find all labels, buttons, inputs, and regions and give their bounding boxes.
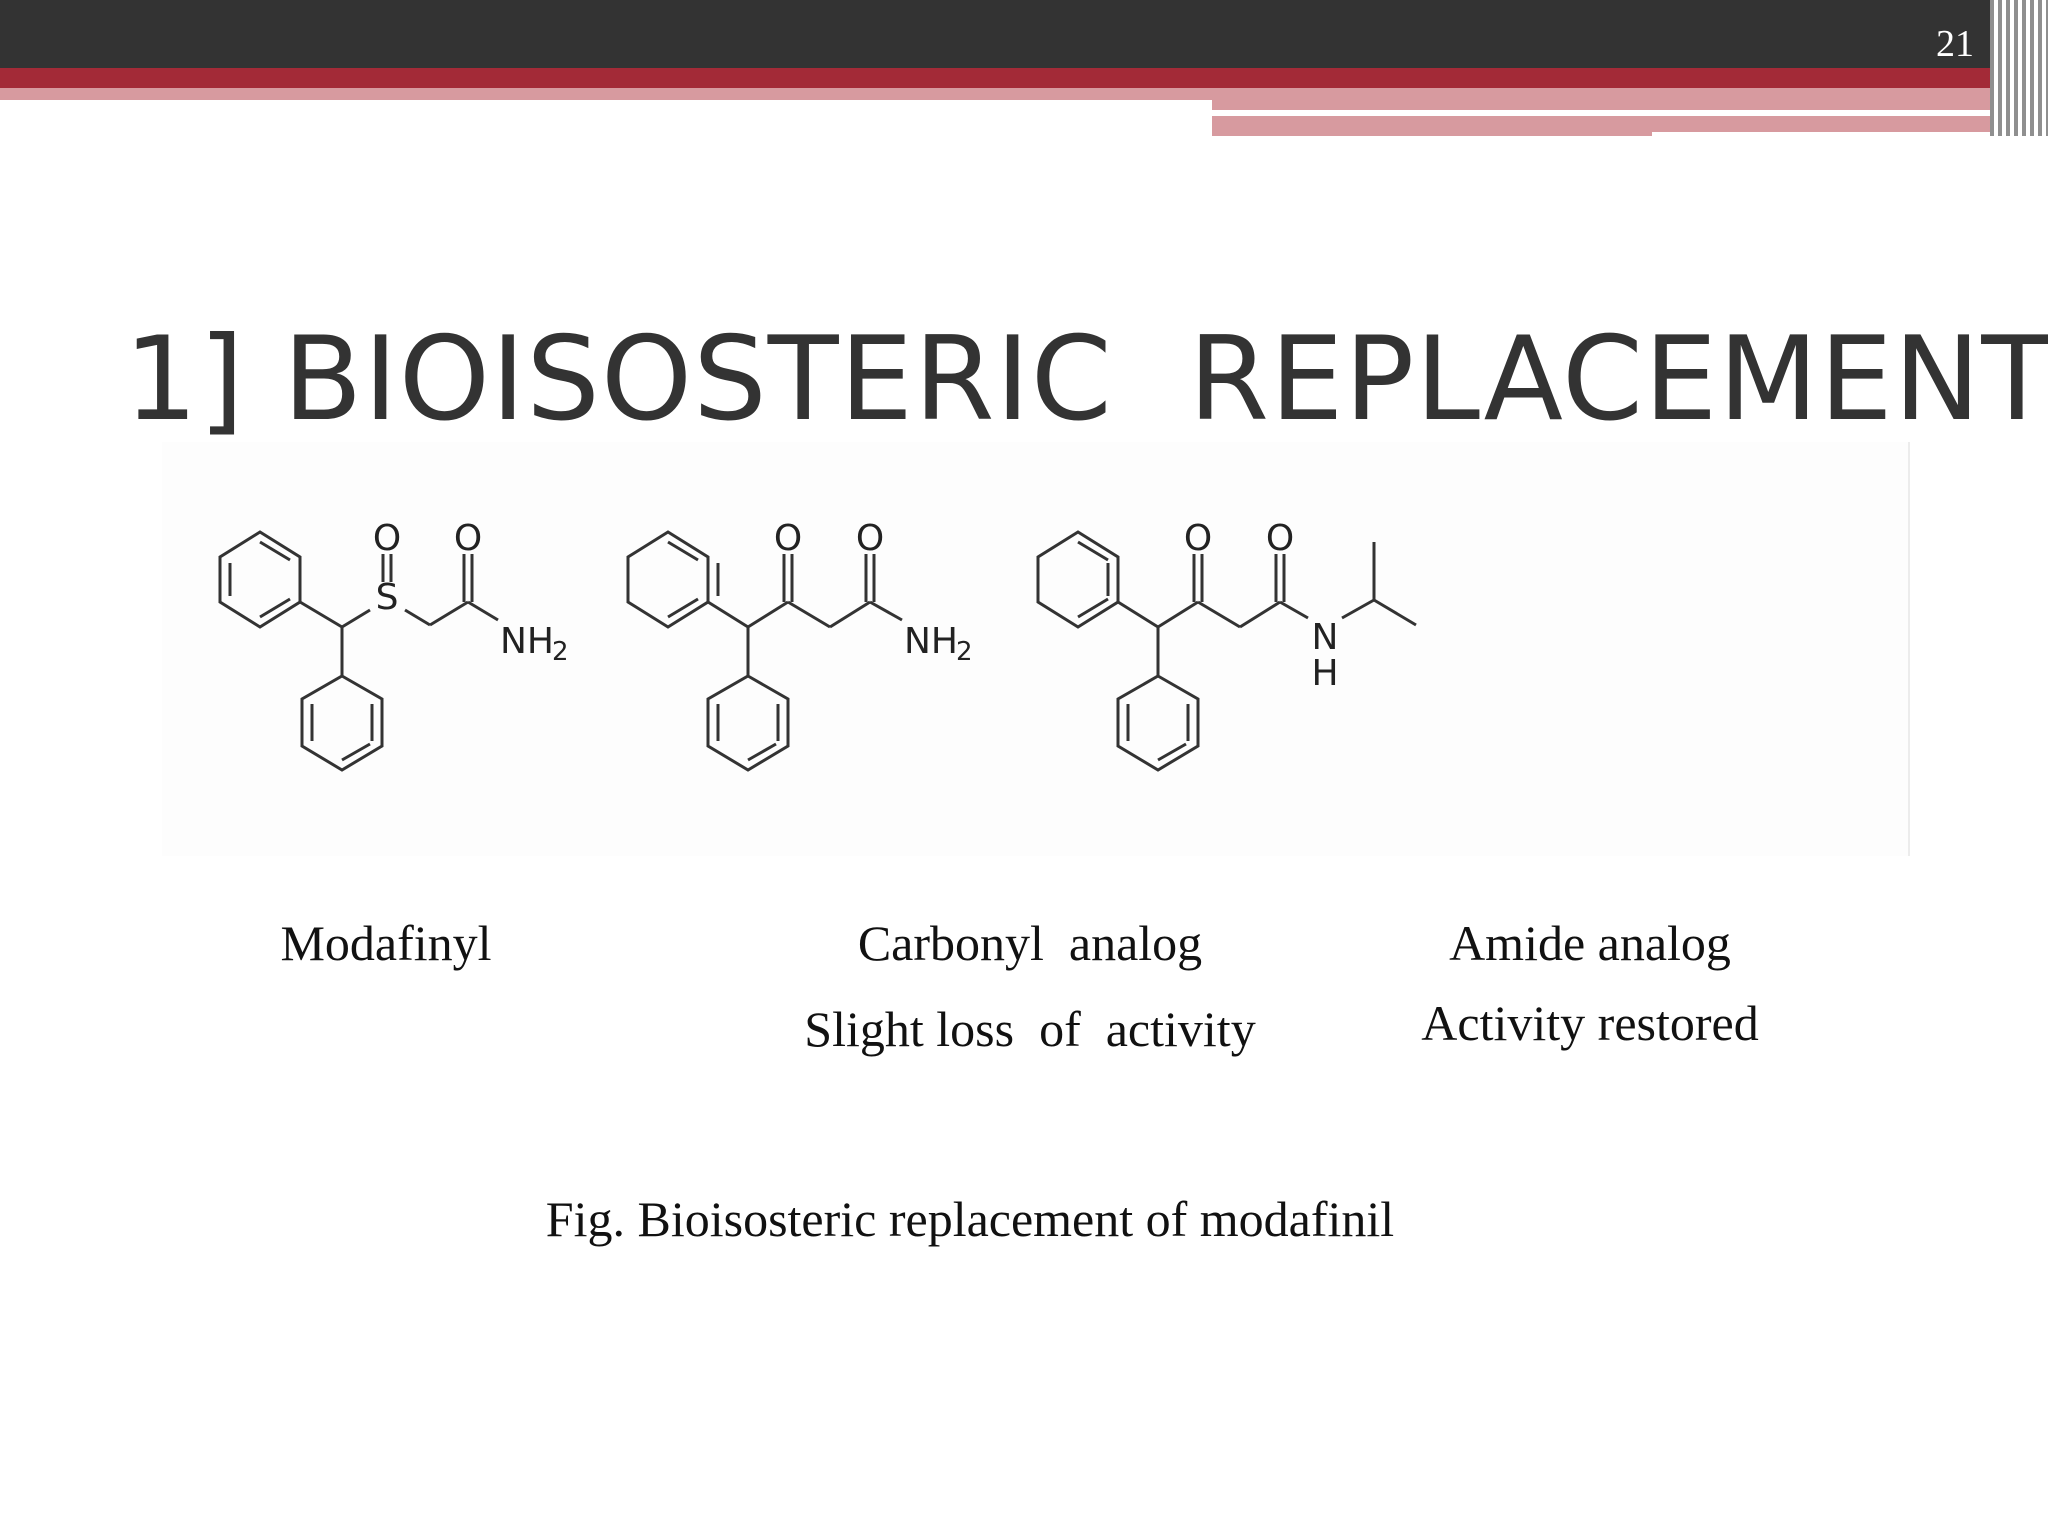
atom-nh: NH — [904, 621, 958, 662]
header-bar — [0, 0, 2048, 68]
atom-h: H — [1311, 653, 1338, 694]
accent-line — [1212, 110, 1896, 116]
atom-o: O — [1266, 518, 1294, 559]
figure-caption: Fig. Bioisosteric replacement of modafin… — [545, 1191, 1395, 1247]
atom-n: N — [1312, 617, 1339, 658]
atom-o: O — [774, 518, 802, 559]
amide-analog-structure: O O N H — [1036, 518, 1417, 772]
atom-o: O — [454, 518, 482, 559]
modafinil-structure: S O O NH 2 — [218, 518, 569, 772]
slide-number: 21 — [1936, 23, 1974, 65]
accent-line-lower — [1652, 132, 2012, 138]
structures-image: S O O NH 2 O O — [162, 442, 1910, 856]
compound-note-amide-analog: Activity restored — [1421, 995, 1759, 1051]
atom-o: O — [856, 518, 884, 559]
atom-o: O — [373, 518, 401, 559]
accent-bar-red — [0, 68, 2048, 88]
atom-o: O — [1184, 518, 1212, 559]
accent-bar-pink-right — [1212, 88, 2012, 110]
atom-subscript: 2 — [552, 637, 569, 667]
accent-bar-pink-right-lower — [1212, 116, 2012, 136]
image-edge — [1908, 442, 1910, 856]
atom-nh: NH — [500, 621, 554, 662]
slide-title: 1] BIOISOSTERIC REPLACEMENT — [124, 312, 2048, 447]
carbonyl-analog-structure: O O NH 2 — [626, 518, 973, 772]
header-stripes — [1990, 0, 2048, 136]
compound-name-amide-analog: Amide analog — [1449, 915, 1731, 971]
compound-name-carbonyl-analog: Carbonyl analog — [857, 915, 1203, 971]
accent-bar-pink-left — [0, 88, 1212, 100]
atom-s: S — [376, 577, 399, 618]
compound-name-modafinyl: Modafinyl — [280, 915, 492, 971]
atom-subscript: 2 — [956, 637, 973, 667]
compound-note-carbonyl-analog: Slight loss of activity — [804, 1001, 1256, 1057]
